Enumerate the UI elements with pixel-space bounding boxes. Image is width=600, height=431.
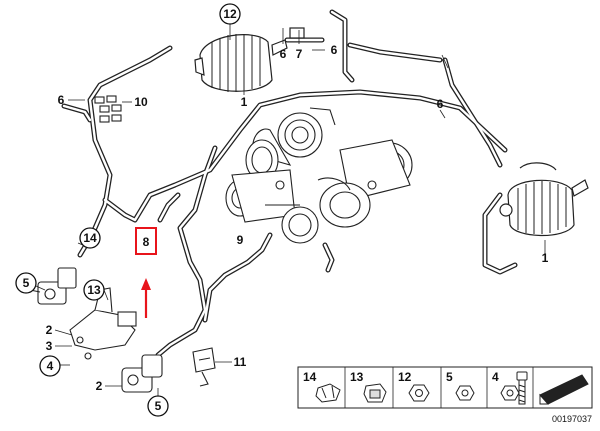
solenoid-valve-lower: [121, 354, 163, 393]
callout-1-top: 1: [241, 95, 248, 109]
legend-clip-icon: [315, 383, 341, 403]
solenoid-valve-upper: [29, 267, 77, 305]
vacuum-reservoir-right: [499, 162, 589, 237]
legend-small-nut-icon: [455, 385, 475, 401]
callout-7: 7: [296, 47, 303, 61]
callout-2-left: 2: [46, 323, 53, 337]
callout-6-right: 6: [437, 97, 444, 111]
legend-label-14: 14: [303, 370, 317, 384]
svg-text:5: 5: [155, 399, 162, 413]
callout-6-a: 6: [280, 47, 287, 61]
callout-8-highlight: 8: [135, 227, 157, 318]
document-number: 00197037: [552, 414, 592, 424]
svg-text:5: 5: [23, 276, 30, 290]
hose-clip-10: [94, 95, 122, 123]
callout-5-bottom: 5: [147, 395, 169, 417]
callout-6-left: 6: [58, 93, 65, 107]
legend-label-13: 13: [350, 370, 364, 384]
callout-2-bottom: 2: [96, 379, 103, 393]
legend-flange-nut-icon: [500, 385, 520, 401]
legend-wedge-icon: [539, 374, 589, 405]
parts-legend: 14 13 12 5 4: [297, 366, 593, 409]
svg-text:14: 14: [83, 231, 97, 245]
vacuum-reservoir-top: [194, 27, 305, 92]
svg-text:12: 12: [223, 7, 237, 21]
callout-9: 9: [237, 233, 244, 247]
legend-label-12: 12: [398, 370, 412, 384]
legend-label-4: 4: [492, 370, 499, 384]
callout-6-c: 6: [331, 43, 338, 57]
turbocharger-assembly: [225, 107, 413, 244]
callout-12-top: 12: [219, 3, 241, 25]
callout-10: 10: [134, 95, 148, 109]
svg-text:13: 13: [87, 283, 101, 297]
valve-bracket: [69, 287, 137, 360]
svg-text:8: 8: [143, 235, 150, 249]
callout-5-left: 5: [15, 272, 37, 294]
legend-bolt-icon: [516, 371, 528, 405]
legend-nut-icon: [408, 384, 430, 402]
callout-14: 14: [79, 227, 101, 249]
callout-4: 4: [39, 355, 61, 377]
callout-11: 11: [234, 355, 247, 369]
callout-3: 3: [46, 339, 53, 353]
hose-lines: [61, 9, 518, 358]
callout-13: 13: [83, 279, 105, 301]
legend-clamp-icon: [363, 383, 387, 403]
callout-1-right: 1: [542, 251, 549, 265]
legend-label-5: 5: [446, 370, 453, 384]
svg-text:4: 4: [47, 359, 54, 373]
hose-clip-11: [192, 347, 216, 387]
